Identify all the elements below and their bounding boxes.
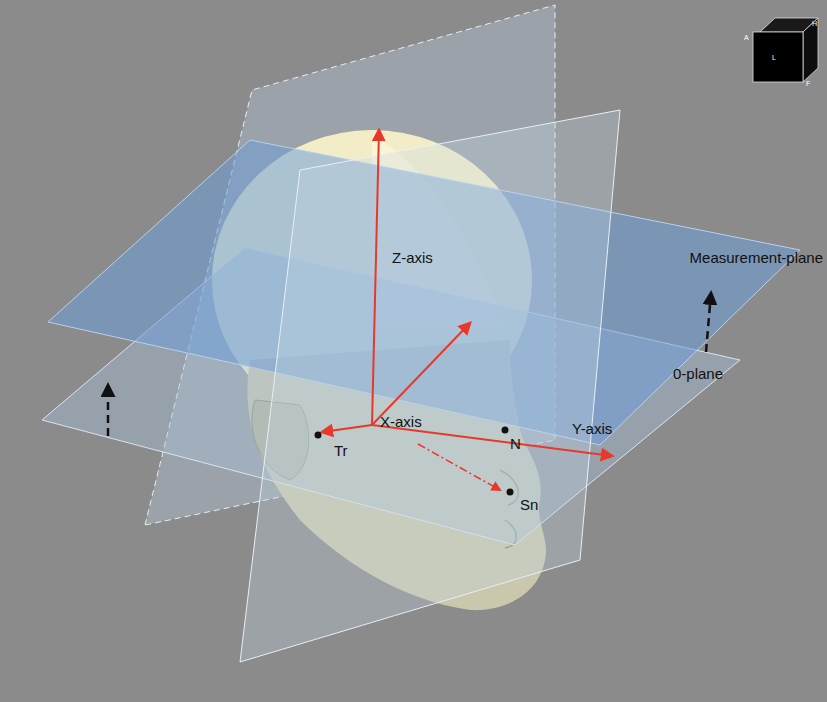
diagonal-arrow bbox=[372, 323, 470, 425]
landmark-dot bbox=[502, 427, 509, 434]
cube-letter: L bbox=[772, 54, 776, 61]
x-axis-arrow bbox=[322, 425, 372, 432]
plane-label: Measurement-plane bbox=[690, 250, 823, 265]
landmark-label: Tr bbox=[334, 443, 348, 458]
landmark-dot bbox=[315, 432, 322, 439]
lift-arrow bbox=[706, 293, 711, 352]
z-axis-arrow bbox=[372, 130, 379, 425]
axis-label: X-axis bbox=[380, 414, 422, 429]
landmark-label: N bbox=[510, 436, 521, 451]
lift-arrow bbox=[107, 385, 110, 436]
frontal-plane bbox=[240, 110, 620, 662]
landmark-label: Sn bbox=[520, 497, 538, 512]
cube-letter: H bbox=[812, 20, 817, 27]
axis-label: Z-axis bbox=[392, 250, 433, 265]
cube-letter: A bbox=[744, 34, 749, 41]
axis-label: Y-axis bbox=[572, 421, 612, 436]
cube-letter: F bbox=[806, 80, 810, 87]
plane-label: 0-plane bbox=[673, 366, 723, 381]
landmark-dot bbox=[507, 489, 514, 496]
tr-sn-line bbox=[418, 444, 500, 490]
